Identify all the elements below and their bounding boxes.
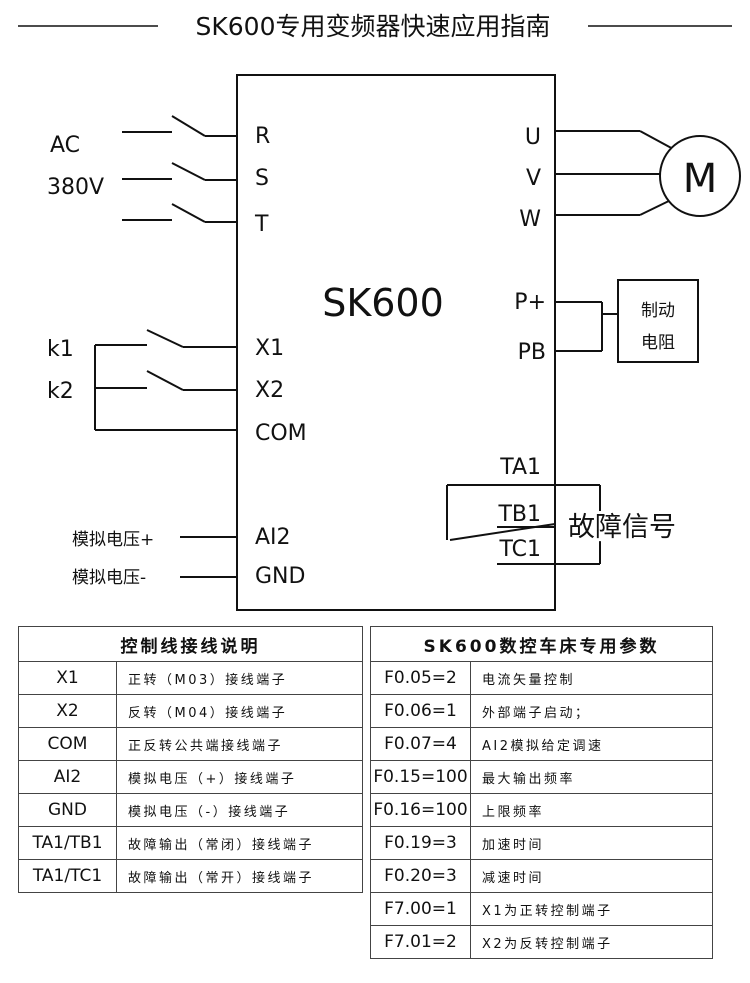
param-cell: F0.06=1 [370, 694, 471, 728]
terminal-s: S [255, 166, 269, 191]
description-cell: AI2模拟给定调速 [470, 727, 713, 761]
terminal-pb: PB [518, 340, 546, 365]
description-cell: 最大输出频率 [470, 760, 713, 794]
brake-resistor-label-2: 电阻 [641, 333, 675, 353]
description-cell: 正反转公共端接线端子 [116, 727, 363, 761]
terminal-v: V [526, 166, 541, 191]
terminal-x2: X2 [255, 378, 284, 403]
analog-plus-label: 模拟电压+ [72, 530, 154, 550]
param-cell: F0.19=3 [370, 826, 471, 860]
analog-wires [180, 536, 237, 578]
description-cell: 故障输出（常开）接线端子 [116, 859, 363, 893]
power-switches [122, 115, 237, 223]
inverter-box [236, 74, 556, 611]
terminal-u: U [525, 125, 541, 150]
fault-signal-label: 故障信号 [568, 512, 676, 543]
param-cell: F0.16=100 [370, 793, 471, 827]
param-cell: F0.20=3 [370, 859, 471, 893]
ac-label: AC [50, 133, 80, 158]
terminal-tb1: TB1 [497, 502, 541, 527]
brake-resistor-label-1: 制动 [641, 301, 675, 321]
terminal-w: W [519, 207, 541, 232]
switch-k1-label: k1 [47, 337, 74, 362]
terminal-com: COM [255, 421, 307, 446]
terminal-tc1: TC1 [498, 537, 541, 562]
analog-minus-label: 模拟电压- [72, 568, 146, 588]
fault-relay-wires [446, 484, 601, 565]
voltage-label: 380V [47, 175, 104, 200]
description-cell: 减速时间 [470, 859, 713, 893]
terminal-cell: AI2 [18, 760, 117, 794]
switch-circuit [94, 329, 237, 431]
terminal-ta1: TA1 [499, 455, 541, 480]
terminal-ai2: AI2 [255, 525, 291, 550]
description-cell: 正转（M03）接线端子 [116, 661, 363, 695]
params-table-header: SK600数控车床专用参数 [370, 626, 713, 662]
terminal-cell: GND [18, 793, 117, 827]
page-title: SK600专用变频器快速应用指南 [196, 12, 551, 41]
motor-wires [555, 130, 676, 216]
switch-k2-label: k2 [47, 379, 74, 404]
wiring-table-header: 控制线接线说明 [18, 626, 363, 662]
description-cell: 上限频率 [470, 793, 713, 827]
terminal-r: R [255, 124, 270, 149]
description-cell: 电流矢量控制 [470, 661, 713, 695]
motor-label: M [683, 156, 718, 202]
param-cell: F7.01=2 [370, 925, 471, 959]
brake-resistor-box [617, 279, 699, 363]
terminal-x1: X1 [255, 336, 284, 361]
description-cell: 故障输出（常闭）接线端子 [116, 826, 363, 860]
device-name: SK600 [322, 281, 444, 325]
terminal-cell: COM [18, 727, 117, 761]
brake-wires [555, 301, 618, 352]
terminal-t: T [254, 212, 269, 237]
description-cell: 模拟电压（-）接线端子 [116, 793, 363, 827]
wiring-diagram: SK600专用变频器快速应用指南 SK600 R S T X1 X2 COM A… [18, 12, 741, 611]
terminal-gnd: GND [255, 564, 305, 589]
description-cell: 反转（M04）接线端子 [116, 694, 363, 728]
param-cell: F0.07=4 [370, 727, 471, 761]
terminal-p-plus: P+ [514, 290, 546, 315]
terminal-cell: X1 [18, 661, 117, 695]
description-cell: 模拟电压（+）接线端子 [116, 760, 363, 794]
terminal-cell: X2 [18, 694, 117, 728]
description-cell: 外部端子启动； [470, 694, 713, 728]
description-cell: X1为正转控制端子 [470, 892, 713, 926]
description-cell: 加速时间 [470, 826, 713, 860]
param-cell: F7.00=1 [370, 892, 471, 926]
terminal-cell: TA1/TB1 [18, 826, 117, 860]
terminal-cell: TA1/TC1 [18, 859, 117, 893]
param-cell: F0.05=2 [370, 661, 471, 695]
motor-symbol [659, 135, 741, 217]
param-cell: F0.15=100 [370, 760, 471, 794]
description-cell: X2为反转控制端子 [470, 925, 713, 959]
